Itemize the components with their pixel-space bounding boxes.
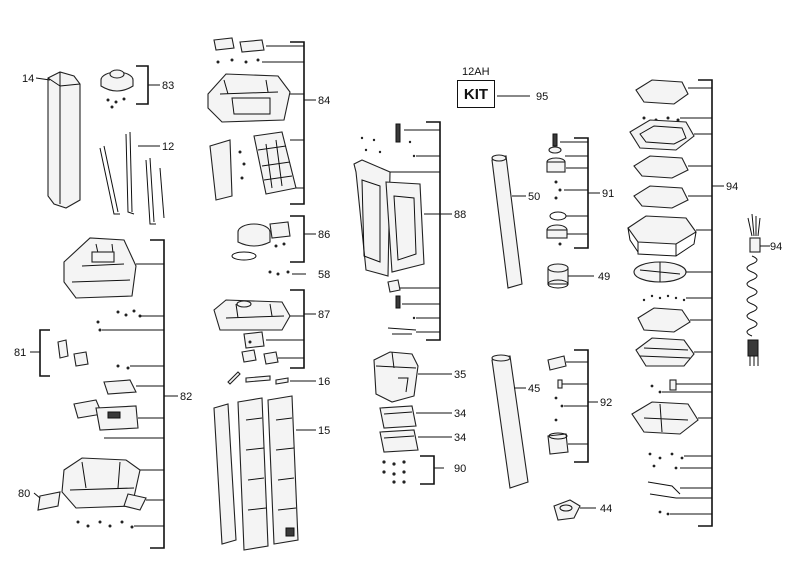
part-44-clip	[553, 499, 581, 521]
callout-81: 81	[14, 347, 26, 359]
part-50-long-tube	[491, 154, 523, 289]
part-94-head-assembly	[627, 79, 699, 516]
part-12-wire-rods	[99, 131, 165, 225]
callout-95: 95	[536, 91, 548, 103]
callout-34-upper: 34	[454, 408, 466, 420]
part-91-valve-stack	[546, 133, 568, 246]
part-84-grate-and-handle	[209, 131, 297, 201]
callout-94-head: 94	[726, 181, 738, 193]
kit-label: KIT	[463, 85, 489, 103]
kit-box: KIT	[457, 80, 495, 108]
part-84-pads	[213, 37, 265, 64]
kit-caption: 12AH	[462, 66, 490, 78]
part-94-coiled-cable	[746, 213, 761, 366]
callout-94-cable: 94	[770, 241, 782, 253]
part-92-clip-set	[547, 355, 569, 455]
part-87-pump-assembly	[213, 299, 291, 365]
callout-34-lower: 34	[454, 432, 466, 444]
callout-86: 86	[318, 229, 330, 241]
callout-15: 15	[318, 425, 330, 437]
part-80-label-plate	[37, 491, 61, 511]
part-35-cup	[373, 351, 419, 403]
callout-92: 92	[600, 397, 612, 409]
callout-82: 82	[180, 391, 192, 403]
callout-84: 84	[318, 95, 330, 107]
part-14-square-tube	[47, 71, 81, 209]
callout-35: 35	[454, 369, 466, 381]
part-83-knob	[100, 69, 134, 109]
part-15-side-panels	[213, 395, 299, 551]
part-82-switch-plate	[73, 379, 139, 431]
part-34-ring-upper	[379, 405, 417, 429]
part-82-screws-upper	[96, 309, 142, 370]
callout-88: 88	[454, 209, 466, 221]
callout-49: 49	[598, 271, 610, 283]
callout-50: 50	[528, 191, 540, 203]
callout-16: 16	[318, 376, 330, 388]
part-45-tube	[491, 354, 529, 489]
part-81-set	[57, 339, 89, 367]
callout-14: 14	[22, 73, 34, 85]
callout-90: 90	[454, 463, 466, 475]
callout-58: 58	[318, 269, 330, 281]
callout-12: 12	[162, 141, 174, 153]
part-90-fasteners	[382, 460, 406, 484]
callout-91: 91	[602, 188, 614, 200]
callout-80: 80	[18, 488, 30, 500]
part-86-motor-assembly	[231, 221, 291, 261]
part-82-housing-upper	[63, 237, 137, 299]
part-16-pins	[227, 371, 289, 385]
part-34-ring-lower	[379, 429, 419, 453]
callout-83: 83	[162, 80, 174, 92]
part-49-cylinder	[547, 263, 569, 289]
part-82-housing-lower	[61, 457, 147, 511]
callout-45: 45	[528, 383, 540, 395]
part-88-frame-assembly	[353, 123, 425, 335]
callout-44: 44	[600, 503, 612, 515]
callout-87: 87	[318, 309, 330, 321]
part-84-carrier-frame	[207, 73, 291, 123]
part-82-screws-lower	[76, 520, 134, 529]
part-58-screws	[268, 270, 290, 276]
